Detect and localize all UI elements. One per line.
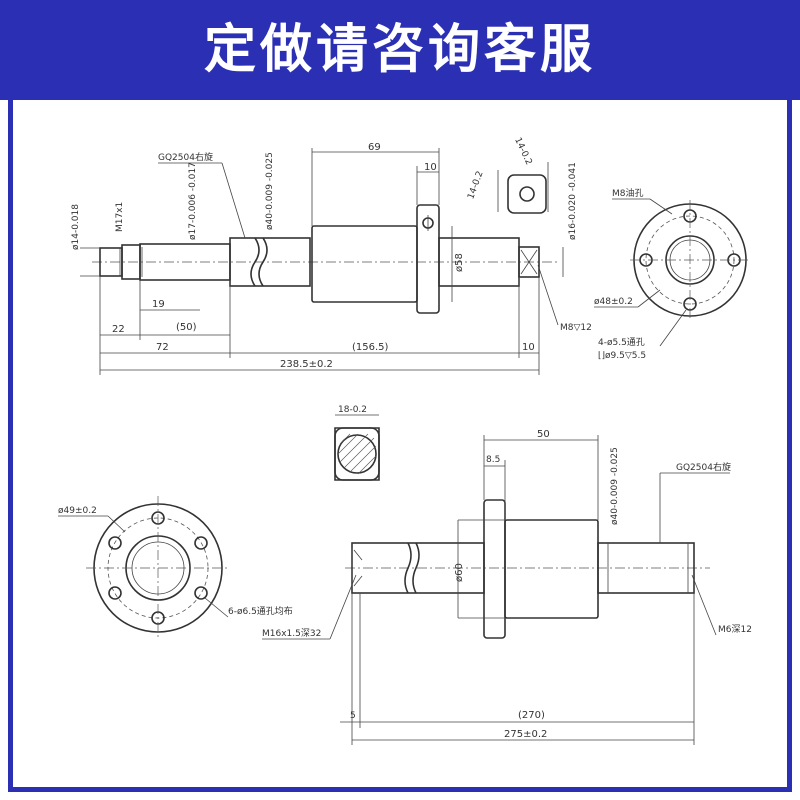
dim-156: (156.5)	[352, 342, 389, 353]
dim-50-top: (50)	[176, 322, 197, 333]
bottom-thread-label: GQ2504右旋	[676, 461, 731, 473]
dim-14sq-b: 14-0.2	[466, 170, 485, 201]
dim-d58: ø58	[454, 253, 465, 272]
dim-5: 5	[350, 711, 356, 721]
dim-d16: ø16-0.020 -0.041	[568, 162, 578, 240]
bottom-cross-section	[334, 414, 380, 481]
banner-title: 定做请咨询客服	[203, 20, 596, 80]
top-flange-cbore: ⌊⌋ø9.5▽5.5	[598, 350, 646, 361]
dim-total-bottom: 275±0.2	[504, 729, 547, 740]
dim-10-top: 10	[424, 162, 437, 173]
dim-m16: M16x1.5深32	[262, 628, 321, 639]
dim-14sq: 14-0.2	[512, 136, 533, 167]
dim-m6: M6深12	[718, 624, 752, 635]
bottom-flange-end-view	[86, 496, 230, 640]
top-thread-label: GQ2504右旋	[158, 151, 213, 163]
dim-d60: ø60	[454, 563, 465, 582]
dim-50-bottom: 50	[537, 429, 550, 440]
top-screw-assembly	[92, 204, 560, 314]
bottom-flange-holes: 6-ø6.5通孔均布	[228, 605, 293, 617]
dim-69: 69	[368, 142, 381, 153]
top-flange-end-view	[630, 200, 750, 320]
dim-d17: ø17-0.006 -0.017	[188, 162, 198, 240]
bottom-section-dim: 18-0.2	[338, 405, 367, 415]
dim-72: 72	[156, 342, 169, 353]
top-flange-oil: M8油孔	[612, 187, 644, 199]
square-section	[497, 162, 549, 214]
dim-d40-bottom: ø40-0.009 -0.025	[610, 447, 620, 525]
drawing-frame	[8, 100, 792, 792]
dim-d14-shaft: ø14-0.018	[71, 204, 81, 250]
dim-total-top: 238.5±0.2	[280, 359, 333, 370]
dim-10-bottom: 10	[522, 342, 535, 353]
dim-19: 19	[152, 299, 165, 310]
dim-8-5: 8.5	[486, 455, 500, 465]
top-flange-holes: 4-ø5.5通孔	[598, 337, 645, 348]
dim-m17: M17x1	[115, 202, 125, 232]
title-banner: 定做请咨询客服	[0, 0, 800, 100]
dim-270: (270)	[518, 710, 545, 721]
bottom-flange-pcd: ø49±0.2	[58, 506, 97, 516]
top-flange-pcd: ø48±0.2	[594, 297, 633, 307]
bottom-screw-assembly	[345, 499, 710, 639]
dim-22: 22	[112, 324, 125, 335]
dim-d40-top: ø40-0.009 -0.025	[265, 152, 275, 230]
dim-m8-depth: M8▽12	[560, 323, 592, 333]
